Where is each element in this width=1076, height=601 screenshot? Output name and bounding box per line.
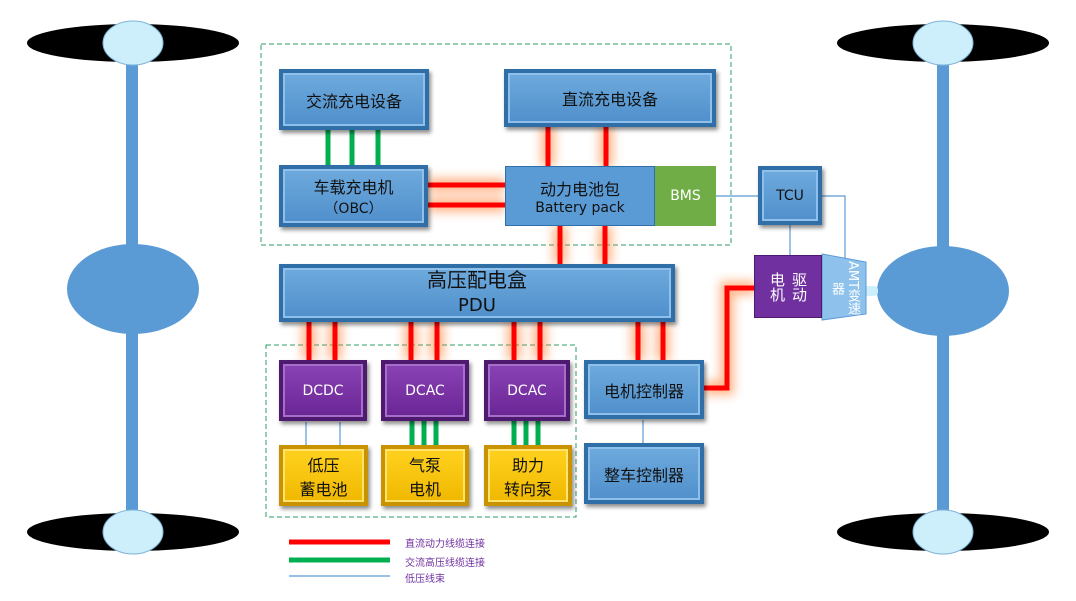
steering-pump-box: 助力 转向泵 — [484, 445, 572, 506]
battery-label-line2: Battery pack — [535, 200, 625, 216]
right-axle-assembly — [837, 20, 1049, 555]
steering-pump-label-line1: 助力 — [511, 455, 544, 475]
battery-pack-box: 动力电池包 Battery pack — [505, 166, 655, 226]
dcac-label-1: DCAC — [405, 382, 445, 399]
battery-label-line1: 动力电池包 — [539, 180, 620, 199]
amt-label-line1: AMT — [845, 260, 860, 290]
drive-motor-label: 驱动 电机 — [768, 271, 808, 302]
right-top-hub — [912, 20, 974, 66]
obc-box: 车载充电机 （OBC） — [279, 165, 428, 227]
ac-charger-box: 交流充电设备 — [279, 69, 429, 130]
legend-lines — [289, 539, 390, 577]
dc-charger-box: 直流充电设备 — [504, 69, 716, 127]
amt-gearbox-shape — [821, 253, 867, 321]
low-voltage-battery-box: 低压 蓄电池 — [279, 445, 368, 506]
right-bottom-hub — [912, 509, 974, 555]
bms-box: BMS — [655, 166, 716, 226]
obc-label-line2: （OBC） — [324, 201, 383, 217]
bms-label: BMS — [670, 188, 701, 204]
amt-label-line2: 变速器 — [829, 281, 860, 316]
air-pump-label-line2: 电机 — [408, 479, 441, 499]
tcu-box: TCU — [758, 166, 822, 225]
left-axle-assembly — [27, 20, 239, 555]
pdu-label-line2: PDU — [458, 295, 496, 316]
vehicle-controller-label: 整车控制器 — [603, 465, 684, 485]
amt-label: AMT变速器 — [828, 258, 860, 318]
amt-gearbox-label: AMT变速器 — [822, 258, 866, 318]
air-pump-label-line1: 气泵 — [408, 455, 441, 475]
low-voltage-harness — [305, 195, 846, 445]
ac-charger-label: 交流充电设备 — [305, 91, 402, 111]
steering-pump-label-line2: 转向泵 — [503, 479, 552, 499]
left-top-hub — [102, 20, 164, 66]
drive-motor-box: 驱动 电机 — [754, 255, 822, 318]
left-differential — [67, 244, 199, 334]
low-battery-label-line2: 蓄电池 — [299, 479, 348, 499]
ac-hv-cables — [325, 130, 541, 446]
legend-dc-label: 直流动力线缆连接 — [405, 539, 485, 550]
dc-power-cables — [306, 126, 755, 391]
motor-controller-label: 电机控制器 — [603, 381, 684, 401]
low-battery-label-line1: 低压 — [307, 455, 340, 475]
legend-lv-label: 低压线束 — [405, 574, 445, 585]
legend-ac-label: 交流高压线缆连接 — [405, 558, 485, 569]
air-pump-motor-box: 气泵 电机 — [381, 445, 469, 506]
tcu-label: TCU — [776, 187, 804, 204]
pdu-box: 高压配电盒 PDU — [279, 264, 675, 322]
dcdc-label: DCDC — [302, 382, 344, 399]
dcac-box-2: DCAC — [484, 360, 570, 421]
left-bottom-hub — [102, 509, 164, 555]
motor-controller-box: 电机控制器 — [584, 360, 704, 419]
vehicle-controller-box: 整车控制器 — [584, 443, 704, 504]
dcac-label-2: DCAC — [507, 382, 547, 399]
pdu-label-line1: 高压配电盒 — [427, 268, 527, 292]
charging-group-border — [260, 43, 732, 246]
dcdc-box: DCDC — [279, 360, 367, 421]
dcac-box-1: DCAC — [381, 360, 469, 421]
auxiliary-group-border — [265, 344, 577, 518]
obc-label-line1: 车载充电机 — [313, 178, 394, 197]
dc-charger-label: 直流充电设备 — [561, 90, 658, 109]
right-differential — [877, 246, 1009, 336]
